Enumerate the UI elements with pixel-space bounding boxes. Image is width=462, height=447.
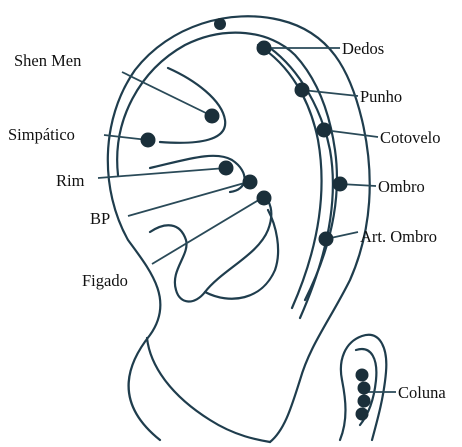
label-figado: Figado [82, 271, 128, 290]
point-punho [295, 83, 310, 98]
point-art-ombro [319, 232, 334, 247]
point-coluna-2 [358, 382, 371, 395]
point-simpatico [141, 133, 156, 148]
label-shen-men: Shen Men [14, 51, 81, 70]
antihelix-outer [258, 45, 322, 308]
label-art-ombro: Art. Ombro [360, 227, 437, 246]
concha-inner [150, 194, 271, 302]
point-coluna-1 [356, 369, 369, 382]
point-bp [243, 175, 258, 190]
point-coluna-3 [358, 395, 371, 408]
point-ombro [333, 177, 348, 192]
antitragus [205, 210, 278, 299]
earlobe [147, 338, 270, 442]
label-punho: Punho [360, 87, 402, 106]
label-bp: BP [90, 209, 110, 228]
leader-figado [152, 198, 262, 264]
point-top [214, 18, 226, 30]
label-coluna: Coluna [398, 383, 446, 402]
label-simpatico: Simpático [8, 125, 75, 144]
point-cotovelo [317, 123, 332, 138]
label-dedos: Dedos [342, 39, 384, 58]
point-coluna-4 [356, 408, 369, 421]
point-figado [257, 191, 272, 206]
triangular-fossa [160, 68, 225, 143]
label-cotovelo: Cotovelo [380, 128, 441, 147]
point-dedos [257, 41, 272, 56]
point-shen-men [205, 109, 220, 124]
point-rim [219, 161, 234, 176]
label-rim: Rim [56, 171, 85, 190]
leader-bp [128, 182, 248, 216]
label-ombro: Ombro [378, 177, 425, 196]
